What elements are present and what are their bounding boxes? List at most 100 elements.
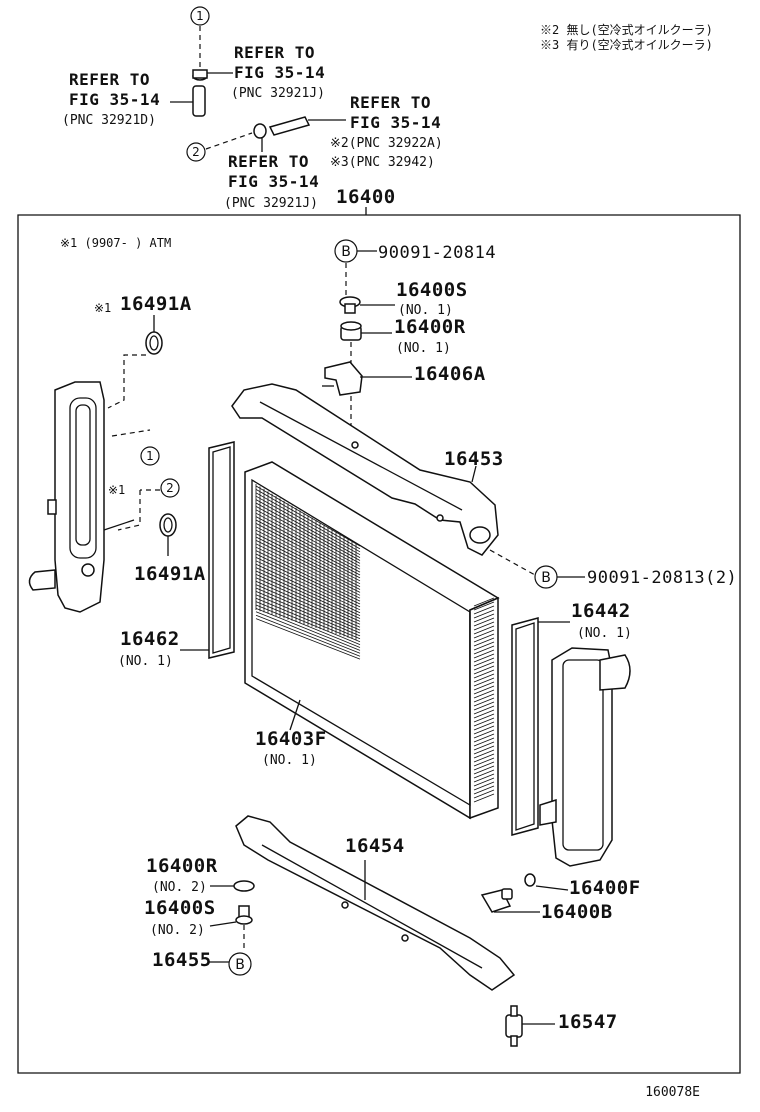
fin-line [473,653,495,663]
fin-line [255,618,361,660]
part-16400r-no2-qual: (NO. 2) [152,880,207,895]
hose-clamp-mid [253,123,267,139]
fin-line [473,729,495,739]
fin-line [473,649,495,659]
ref-a-line2: FIG 35-14 [234,63,325,82]
part-16462: 16462 [120,628,180,650]
washer-16400s-no1 [339,296,361,314]
fin-line [473,685,495,695]
fin-line [255,601,361,645]
fin-line [473,665,495,675]
fin-line [473,625,495,635]
fin-line [255,529,361,585]
fin-line [473,713,495,723]
fin-line [473,621,495,631]
part-16400b: 16400B [541,901,613,923]
hose-short-right [268,116,311,136]
fin-line [473,693,495,703]
fin-line [473,609,495,619]
bracket-16406a [322,361,363,396]
fin-line [473,697,495,707]
fin-line [473,785,495,795]
fin-line [473,629,495,639]
ref-b-line1: REFER TO [69,70,150,89]
fin-line [255,597,361,643]
fin-line [473,617,495,627]
part-16400s-no2: 16400S [144,897,216,919]
fin-line [255,604,361,648]
fin-line [473,761,495,771]
fin-line [473,737,495,747]
hose-short-left [192,85,206,117]
diagram-id: 160078E [645,1085,700,1100]
part-16442-qual: (NO. 1) [577,626,632,641]
fin-line [473,613,495,623]
fin-line [473,669,495,679]
fin-line [473,605,495,615]
fin-line [255,611,361,654]
part-16400f: 16400F [569,877,641,899]
ref-c-line1: REFER TO [350,93,431,112]
fin-line [473,601,495,611]
fin-line [473,645,495,655]
fin-line [255,608,361,651]
fin-line [473,725,495,735]
fin-line [255,499,361,558]
part-16547-drawing [505,1005,523,1047]
fin-line [255,519,361,576]
ref-c-line2: FIG 35-14 [350,113,441,132]
part-16491a-top: 16491A [120,293,192,315]
note-1: ※1 (9907- ) ATM [60,236,171,250]
fin-line [255,509,361,567]
svg-text:B: B [341,244,351,260]
ref-a-line1: REFER TO [234,43,315,62]
fin-line [255,502,361,561]
fin-line [473,709,495,719]
fin-line [473,733,495,743]
svg-text:B: B [541,570,551,586]
part-16403f-qual: (NO. 1) [262,753,317,768]
mark-left: ※1 [108,483,125,497]
fin-line [255,492,361,553]
part-16547: 16547 [558,1011,618,1033]
fin-line [473,597,495,607]
fin-line [473,677,495,687]
gasket-16491a-bottom [159,513,177,537]
washer-16400s-no2 [235,905,253,925]
fin-line [473,777,495,787]
part-16491a-bottom: 16491A [134,563,206,585]
part-16400r-no1-qual: (NO. 1) [396,341,451,356]
fin-line [473,717,495,727]
fin-line [473,705,495,715]
fin-line [255,495,361,556]
legend-note-3: ※3 有り(空冷式オイルクーラ) [540,38,713,52]
ref-a-pnc: (PNC 32921J) [231,86,325,101]
gasket-16491a-top [145,331,163,355]
fin-line [255,546,361,599]
fin-line [255,526,361,582]
part-16462-qual: (NO. 1) [118,654,173,669]
fin-line [255,563,361,614]
drain-cock-16400b [480,888,513,913]
fin-line [255,540,361,593]
fin-line [255,557,361,608]
fin-line [255,584,361,631]
fin-line [473,753,495,763]
fin-line [255,536,361,590]
fin-line [255,567,361,616]
fin-line [255,594,361,640]
fin-line [473,681,495,691]
fin-line [255,485,361,547]
ref-c-pnc3: ※3(PNC 32942) [330,155,435,170]
fin-line [473,749,495,759]
fin-line [255,570,361,619]
ref-d-line1: REFER TO [228,152,309,171]
svg-text:2: 2 [166,481,174,495]
fin-line [255,516,361,573]
fin-line [473,641,495,651]
ref-d-line2: FIG 35-14 [228,172,319,191]
bolt-top-pn: 90091-20814 [378,243,496,263]
assembly-part-number: 16400 [336,186,396,208]
svg-text:1: 1 [146,449,154,463]
